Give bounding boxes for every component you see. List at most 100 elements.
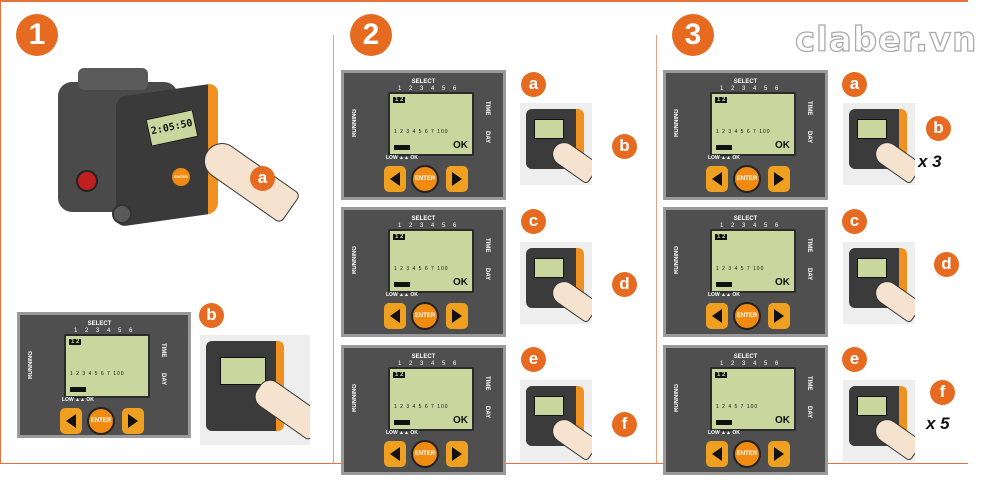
low-ok-label: LOW ▲▲ OK — [386, 292, 418, 298]
low-ok-label: LOW ▲▲ OK — [62, 397, 94, 403]
right-arrow-button[interactable] — [122, 408, 144, 434]
ok-indicator: OK — [453, 415, 468, 426]
step-2-badge-d: d — [612, 272, 637, 297]
top-rule — [0, 0, 968, 2]
lcd-closeup — [534, 258, 564, 278]
left-arrow-button[interactable] — [706, 303, 728, 329]
device-enter-button[interactable]: ENTER — [172, 168, 190, 186]
running-label: RUNNING — [674, 384, 680, 412]
time-label: TIME — [806, 101, 812, 116]
program-numbers: 1 2 3 4 5 6 — [398, 86, 460, 92]
step-2-panel-c: SELECT 1 2 3 4 5 6 RUNNING 1 2 1 2 3 4 5… — [341, 207, 506, 337]
step-2-thumb-cd — [520, 242, 592, 324]
left-arrow-button[interactable] — [384, 441, 406, 467]
device-face — [116, 82, 218, 228]
step-2-badge-b: b — [612, 134, 637, 159]
enter-button[interactable]: ENTER — [733, 440, 761, 468]
select-label: SELECT — [411, 216, 436, 222]
day-label: DAY — [484, 268, 490, 281]
right-arrow-button[interactable] — [446, 166, 468, 192]
program-numbers: 1 2 3 4 5 6 — [720, 361, 782, 367]
enter-button[interactable]: ENTER — [411, 440, 439, 468]
step-3-badge-d: d — [934, 252, 959, 277]
step-2-panel-a: SELECT 1 2 3 4 5 6 RUNNING 1 2 1 2 3 4 5… — [341, 70, 506, 200]
day-row: 1 2 3 4 5 6 7 100 — [394, 266, 449, 272]
battery-icon — [716, 282, 732, 287]
day-row: 1 2 3 4 5 7 100 — [716, 266, 765, 272]
time-label: TIME — [160, 343, 166, 358]
right-arrow-button[interactable] — [446, 303, 468, 329]
time-label: TIME — [484, 101, 490, 116]
left-arrow-button[interactable] — [706, 441, 728, 467]
enter-button[interactable]: ENTER — [411, 165, 439, 193]
low-ok-label: LOW ▲▲ OK — [708, 155, 740, 161]
device-no-symbol-icon — [76, 170, 98, 192]
step-1-panel-b: SELECT 1 2 3 4 5 6 RUNNING 1 2 1 2 3 4 5… — [17, 312, 191, 438]
select-label: SELECT — [411, 354, 436, 360]
left-arrow-button[interactable] — [60, 408, 82, 434]
right-arrow-button[interactable] — [768, 303, 790, 329]
step-3-thumb-ab — [843, 103, 915, 185]
time-label: TIME — [484, 376, 490, 391]
battery-icon — [394, 145, 410, 150]
separator-2 — [656, 35, 657, 463]
ok-indicator: OK — [775, 415, 790, 426]
step-3-multiplier-b: x 3 — [918, 152, 942, 171]
brand-logo: claber.vn — [794, 19, 978, 60]
program-numbers: 1 2 3 4 5 6 — [74, 328, 136, 334]
right-arrow-button[interactable] — [768, 441, 790, 467]
left-arrow-button[interactable] — [706, 166, 728, 192]
step-2-number: 2 — [350, 14, 392, 56]
ok-indicator: OK — [453, 277, 468, 288]
running-label: RUNNING — [674, 246, 680, 274]
day-row: 1 2 3 4 5 6 7 100 — [394, 129, 449, 135]
select-label: SELECT — [733, 354, 758, 360]
lcd-screen: 1 2 1 2 4 5 7 100 OK — [710, 367, 796, 431]
enter-button[interactable]: ENTER — [733, 302, 761, 330]
step-2-badge-f: f — [612, 412, 637, 437]
running-label: RUNNING — [352, 246, 358, 274]
step-3-badge-e: e — [842, 347, 867, 372]
day-label: DAY — [806, 268, 812, 281]
left-arrow-button[interactable] — [384, 303, 406, 329]
step-3-badge-f: f — [930, 380, 955, 405]
enter-button[interactable]: ENTER — [87, 407, 115, 435]
running-label: RUNNING — [352, 384, 358, 412]
right-arrow-button[interactable] — [768, 166, 790, 192]
left-arrow-button[interactable] — [384, 166, 406, 192]
step-3-badge-b: b — [926, 116, 951, 141]
program-numbers: 1 2 3 4 5 6 — [398, 223, 460, 229]
program-numbers: 1 2 3 4 5 6 — [720, 223, 782, 229]
left-rule — [0, 0, 1, 463]
enter-button[interactable]: ENTER — [411, 302, 439, 330]
running-label: RUNNING — [352, 109, 358, 137]
low-ok-label: LOW ▲▲ OK — [708, 430, 740, 436]
step-2-panel-e: SELECT 1 2 3 4 5 6 RUNNING 1 2 1 2 3 4 5… — [341, 345, 506, 475]
program-selected: 1 2 — [715, 372, 728, 378]
lcd-closeup — [534, 396, 564, 416]
day-label: DAY — [806, 131, 812, 144]
right-arrow-button[interactable] — [446, 441, 468, 467]
day-row: 1 2 3 4 5 6 7 100 — [394, 404, 449, 410]
step-2-badge-a: a — [521, 72, 546, 97]
program-selected: 1 2 — [69, 339, 82, 345]
step-1-badge-a: a — [250, 166, 275, 191]
day-label: DAY — [160, 373, 166, 386]
time-label: TIME — [484, 238, 490, 253]
battery-icon — [716, 420, 732, 425]
step-2-thumb-ef — [520, 380, 592, 462]
day-label: DAY — [484, 131, 490, 144]
step-2-badge-c: c — [521, 209, 546, 234]
lcd-screen: 1 2 1 2 3 4 5 6 7 100 OK — [710, 92, 796, 156]
battery-icon — [70, 387, 86, 392]
device-cap — [78, 68, 148, 90]
enter-button[interactable]: ENTER — [733, 165, 761, 193]
time-label: TIME — [806, 238, 812, 253]
step-2-thumb-ab — [520, 103, 592, 185]
running-label: RUNNING — [674, 109, 680, 137]
step-3-badge-c: c — [842, 209, 867, 234]
time-label: TIME — [806, 376, 812, 391]
lcd-screen: 1 2 1 2 3 4 5 6 7 100 — [64, 334, 150, 398]
program-numbers: 1 2 3 4 5 6 — [398, 361, 460, 367]
step-3-thumb-cd — [843, 242, 915, 324]
